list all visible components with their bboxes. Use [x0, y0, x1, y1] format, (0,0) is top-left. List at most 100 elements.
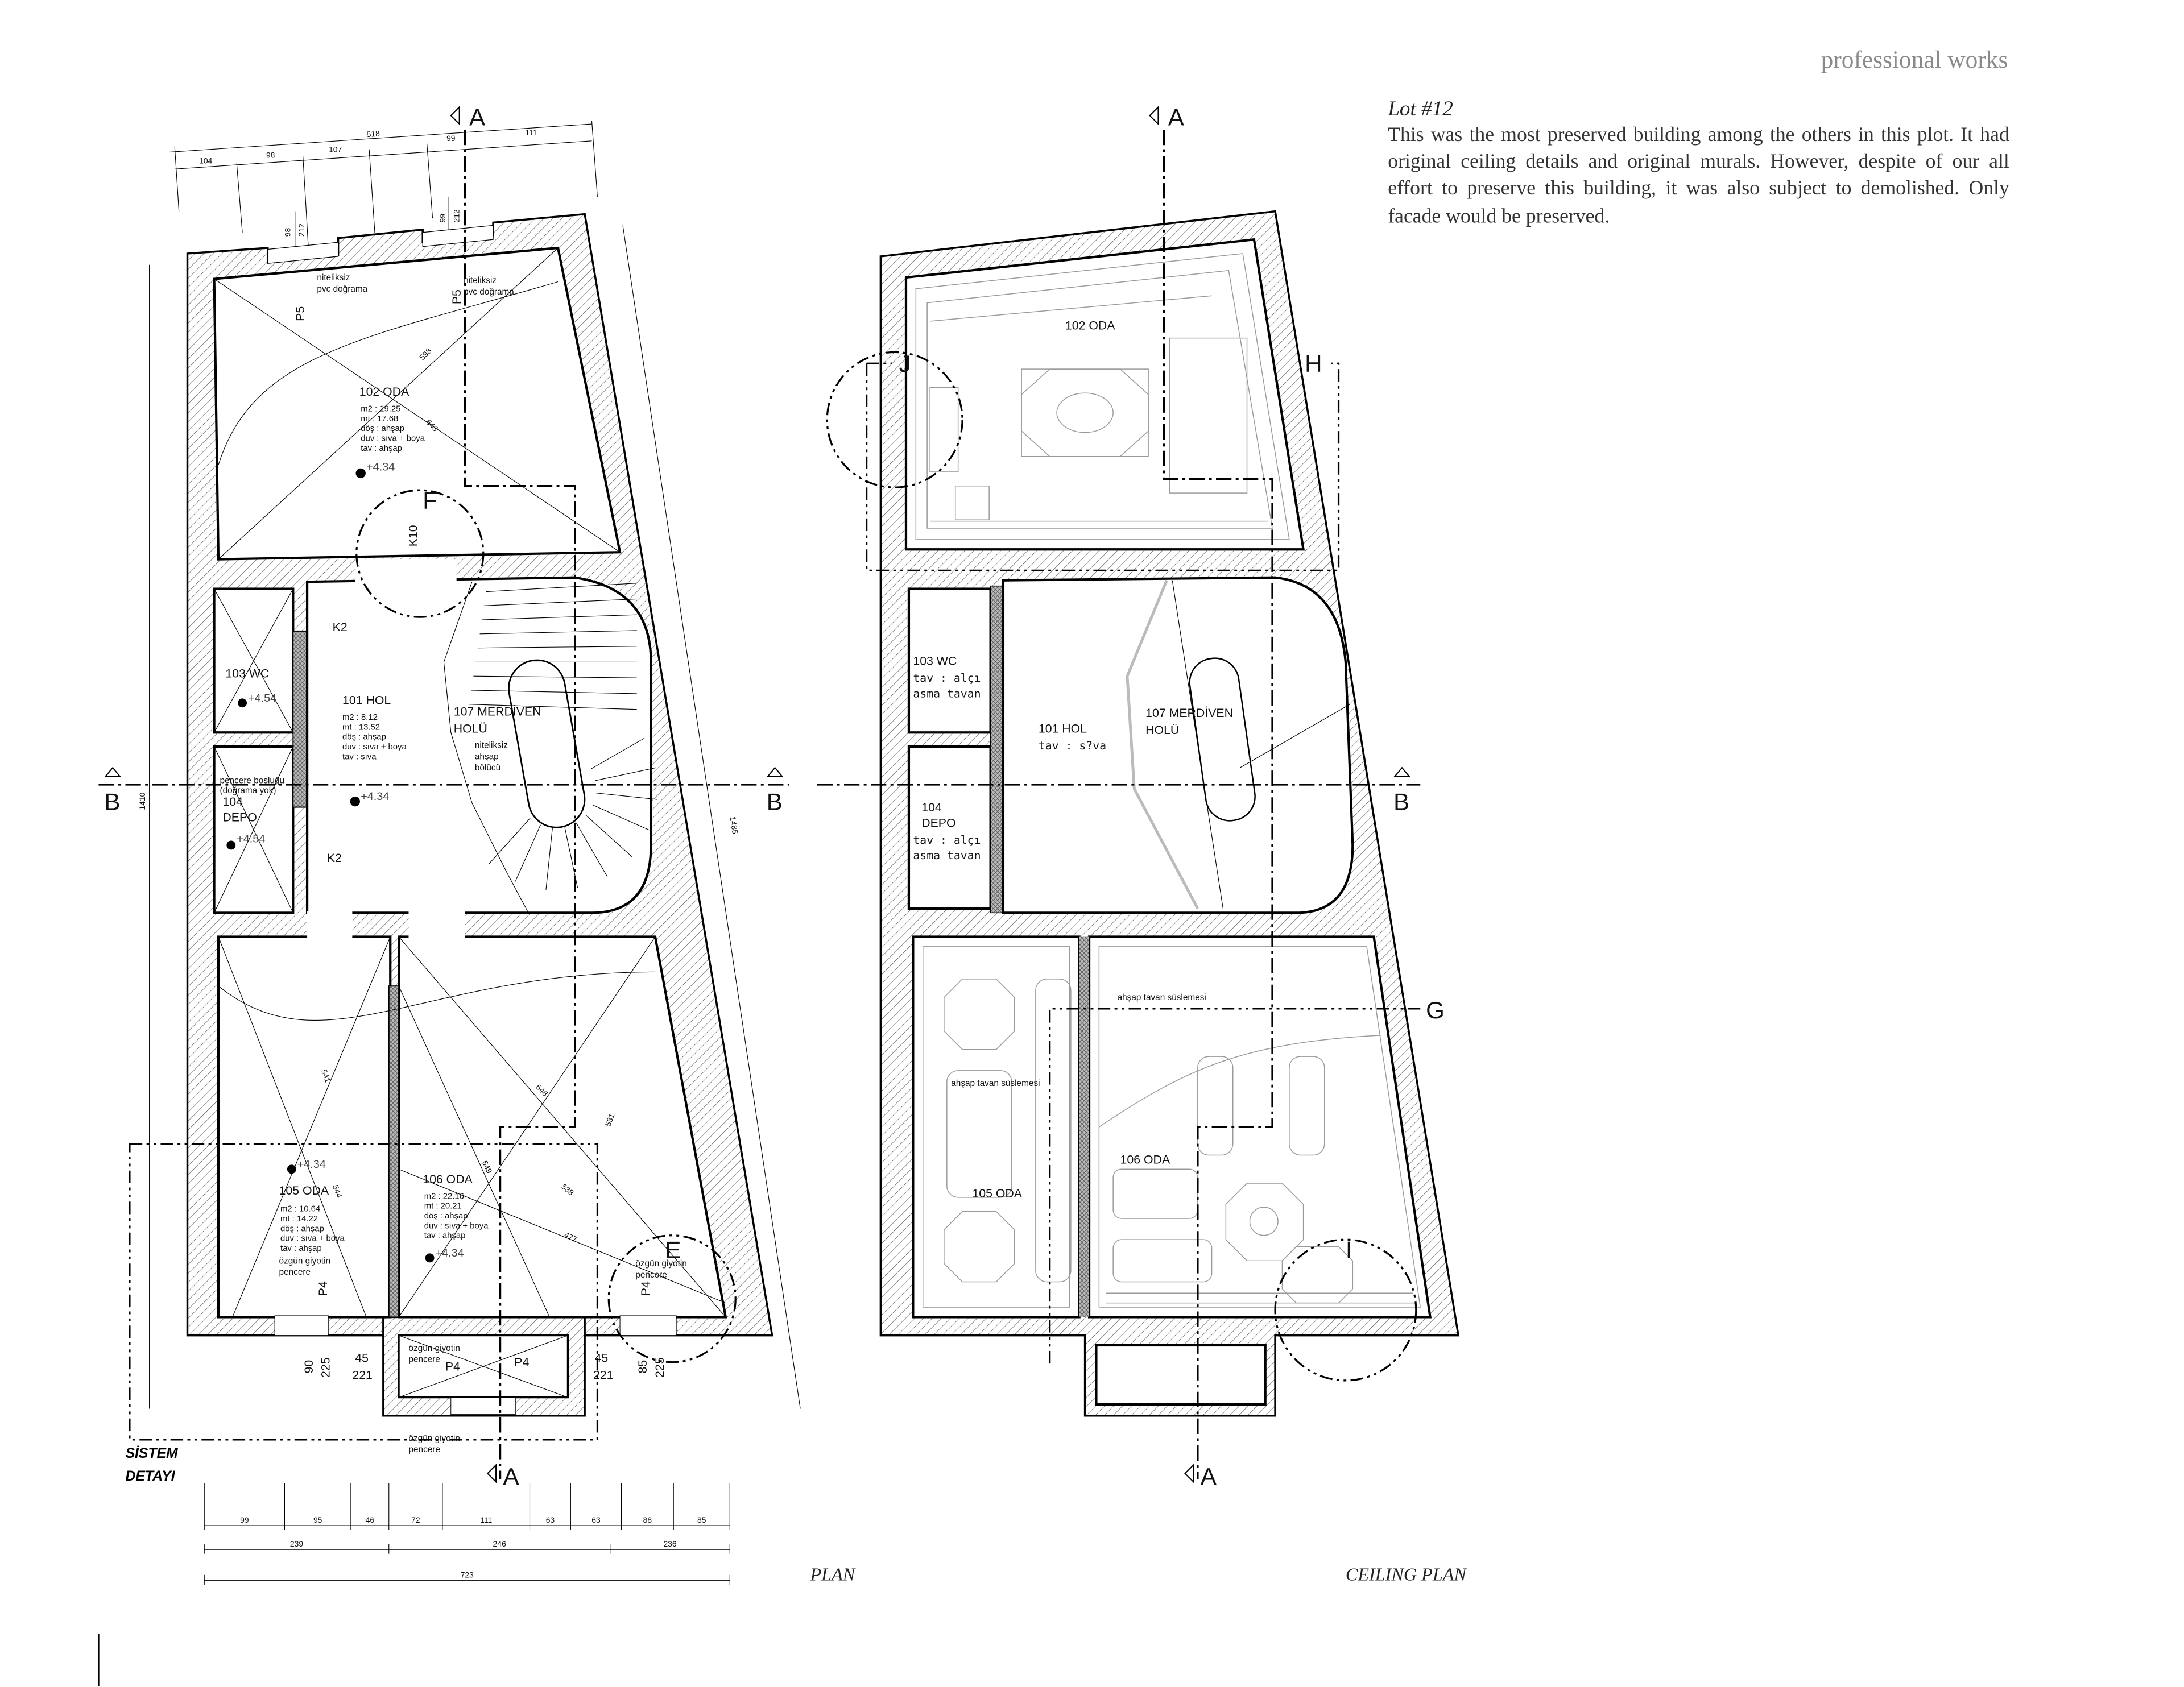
- detail-label-i: I: [1346, 1236, 1352, 1263]
- ceiling-room-102: [904, 238, 1305, 551]
- room-note: niteliksiz: [475, 741, 508, 751]
- bottom-dim-label: 99: [240, 1515, 249, 1524]
- partition-outline: [1126, 579, 1199, 910]
- dim-top: 104: [199, 156, 212, 165]
- section-arrow-icon: [1393, 766, 1410, 777]
- room-105: [217, 935, 392, 1319]
- room-label: 107 MERDİVEN: [1145, 706, 1233, 720]
- dim-left: 1410: [138, 792, 147, 810]
- section-mark-b: B: [1393, 789, 1409, 815]
- room-prop: m2 : 10.64: [280, 1205, 320, 1214]
- room-label: 103 WC: [913, 654, 957, 668]
- plan-caption: PLAN: [810, 1564, 856, 1585]
- window-note: pencere: [279, 1267, 311, 1277]
- floor-plan: 518 104 98 107 99 111 98 212 99 212 1410…: [98, 104, 856, 1585]
- detail-circle-e: [607, 1234, 737, 1363]
- ceiling-room-104: [907, 745, 992, 910]
- door-tag: K2: [333, 620, 348, 634]
- door-opening: [307, 911, 353, 938]
- door-tag: K10: [406, 525, 420, 546]
- door-opening: [408, 911, 465, 938]
- section-arrow-icon: [486, 1464, 497, 1483]
- stair-tread: [486, 583, 637, 592]
- dim-top: 111: [525, 128, 537, 137]
- dim-right: 1485: [728, 816, 740, 835]
- bottom-dim-label: 723: [461, 1570, 474, 1580]
- window-dim: 98: [283, 228, 292, 237]
- diagonal-dim: 541: [320, 1068, 333, 1083]
- level-marker-icon: [350, 797, 360, 807]
- dim-top: 99: [446, 134, 456, 143]
- dim-total-top: 518: [366, 129, 380, 139]
- window-tag: P4: [316, 1281, 330, 1296]
- level-label: +4.54: [237, 833, 265, 845]
- ceiling-ornament-106: [1098, 946, 1421, 1308]
- ceiling-plan-caption: CEILING PLAN: [1346, 1564, 1467, 1585]
- bottom-dim-label: 88: [643, 1515, 652, 1524]
- top-dimensions: 518 104 98 107 99 111 98 212 99 212: [169, 121, 598, 254]
- room-prop: duv : sıva + boya: [361, 434, 425, 443]
- window-tag: P4: [639, 1281, 652, 1296]
- detail-frame-g: [1049, 1008, 1424, 1364]
- window-dim: 225: [319, 1357, 333, 1378]
- detail-label-f: F: [423, 487, 437, 513]
- window-tag: P5: [293, 306, 307, 321]
- room-prop: mt : 17.68: [361, 415, 398, 424]
- room-label: 103 WC: [225, 667, 269, 681]
- ornament-note: ahşap tavan süslemesi: [1118, 993, 1206, 1002]
- window-note: özgün giyotin: [408, 1344, 460, 1353]
- section-mark-b: B: [767, 789, 783, 815]
- room-prop: döş : ahşap: [342, 733, 386, 742]
- stair-tread: [473, 675, 637, 678]
- diagonal-dim: 544: [331, 1184, 344, 1199]
- bottom-dim-label: 95: [313, 1515, 322, 1524]
- window-note: pvc doğrama: [464, 287, 514, 297]
- bottom-dim-label: 46: [366, 1515, 375, 1524]
- room-prop: tav : ahşap: [280, 1244, 322, 1253]
- partition-wall: [292, 630, 308, 808]
- section-arrow-icon: [104, 766, 121, 777]
- window-p5: [267, 242, 339, 264]
- partition-wall: [388, 985, 400, 1318]
- room-prop: tav : alçı: [913, 672, 981, 685]
- room-prop: tav : sıva: [342, 752, 377, 761]
- window-p4: [619, 1315, 677, 1336]
- room-note: bölücü: [475, 763, 500, 773]
- bottom-dim-label: 85: [697, 1515, 706, 1524]
- room-note: ahşap: [475, 752, 499, 761]
- detail-label-j: J: [899, 350, 911, 377]
- room-prop: m2 : 19.25: [361, 404, 400, 413]
- window-dim: 212: [297, 223, 306, 237]
- project-description: This was the most preserved building amo…: [1388, 124, 2009, 228]
- window-dim: 85: [636, 1360, 650, 1374]
- bottom-dim-label: 111: [480, 1515, 492, 1524]
- window-p4: [274, 1315, 329, 1336]
- room-prop: asma tavan: [913, 849, 981, 862]
- section-arrow-icon: [767, 766, 784, 777]
- window-dim: 221: [352, 1368, 373, 1382]
- detail-circle-f: [355, 489, 485, 618]
- room-label: 104: [921, 801, 942, 814]
- room-prop: duv : sıva + boya: [342, 743, 407, 752]
- room-label: HOLÜ: [1145, 723, 1179, 737]
- room-prop: döş : ahşap: [424, 1212, 468, 1221]
- stair-tread: [590, 737, 645, 770]
- stair-well: [1189, 657, 1256, 822]
- detail-label-e: E: [665, 1236, 681, 1263]
- room-prop: m2 : 8.12: [342, 713, 378, 722]
- room-prop: duv : sıva + boya: [424, 1221, 489, 1230]
- ceiling-hall-and-stair: [1002, 576, 1354, 914]
- level-label: +4.34: [361, 790, 389, 803]
- room-label: DEPO: [921, 816, 956, 830]
- diagonal-dim: 531: [603, 1112, 617, 1128]
- room-prop: mt : 13.52: [342, 723, 380, 732]
- window-note: pencere: [408, 1445, 440, 1454]
- room-note: pencere boşluğu: [220, 776, 284, 785]
- room-label: 106 ODA: [423, 1172, 473, 1186]
- system-detail-frame: [129, 1143, 599, 1441]
- section-arrow-icon: [450, 105, 460, 126]
- room-label: 101 HOL: [342, 694, 391, 707]
- partition-wall: [1079, 936, 1090, 1317]
